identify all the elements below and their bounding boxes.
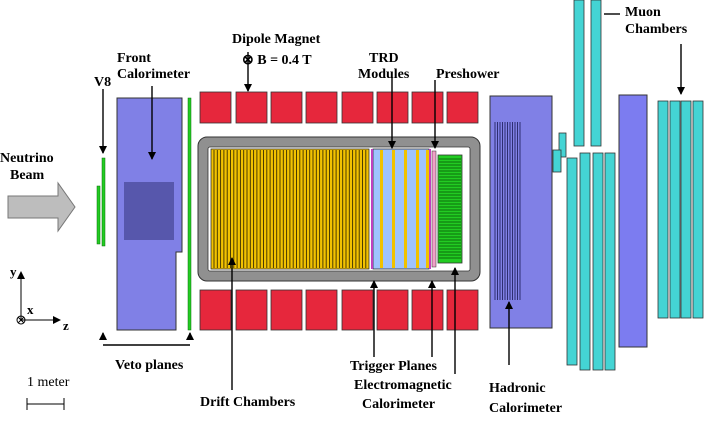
muon-magnet-block <box>618 94 648 348</box>
em-calorimeter-layers <box>439 158 461 259</box>
magnet-box-bottom <box>235 289 268 331</box>
magnet-box-top <box>270 91 303 124</box>
trd-strip <box>392 150 395 268</box>
muon-chamber-lower <box>592 152 604 371</box>
neutrino-label-2: Beam <box>10 168 45 183</box>
dipole-magnet-label: Dipole Magnet <box>232 32 321 47</box>
muon-chamber-small-2 <box>552 149 562 173</box>
trd-strip <box>426 150 429 268</box>
muon-label-2: Chambers <box>625 22 688 37</box>
axis-y-label: y <box>10 264 17 279</box>
trd-strip <box>380 150 383 268</box>
muon-chamber-top-2 <box>590 0 602 147</box>
coordinate-axes <box>16 271 61 325</box>
trd-strip <box>416 150 419 268</box>
hadronic-calorimeter-layers <box>494 122 521 300</box>
muon-chamber-right <box>669 100 681 319</box>
trd-strips <box>380 150 429 268</box>
trigger-planes-label: Trigger Planes <box>350 359 438 374</box>
scale-bar <box>26 398 65 410</box>
v8-veto-bar <box>101 157 106 247</box>
drift-chambers-label: Drift Chambers <box>200 395 296 410</box>
magnet-box-top <box>446 91 479 124</box>
front-calorimeter-layers <box>124 182 174 240</box>
magnet-box-bottom <box>411 289 444 331</box>
em-calorimeter <box>437 154 463 264</box>
magnet-box-bottom <box>341 289 374 331</box>
magnet-box-bottom <box>305 289 338 331</box>
muon-label-1: Muon <box>625 5 661 20</box>
magnet-box-top <box>411 91 444 124</box>
front-calorimeter-label-1: Front <box>117 51 151 66</box>
magnet-box-top <box>305 91 338 124</box>
muon-chamber-lower <box>566 157 578 366</box>
dipole-magnet <box>199 91 479 331</box>
trd-strip <box>404 150 407 268</box>
neutrino-label-1: Neutrino <box>0 151 54 166</box>
hadronic-calorimeter <box>489 95 553 329</box>
v8-label: V8 <box>94 75 111 90</box>
hadronic-label-2: Calorimeter <box>489 401 562 416</box>
front-calorimeter <box>116 97 183 331</box>
veto-bar-right <box>187 97 192 331</box>
magnet-box-bottom <box>270 289 303 331</box>
preshower <box>431 150 437 268</box>
front-calorimeter-label-2: Calorimeter <box>117 67 190 82</box>
trigger-plane-1 <box>371 149 373 269</box>
muon-chamber-top-1 <box>573 0 585 147</box>
muon-chamber-right <box>680 100 692 319</box>
scale-label: 1 meter <box>27 375 70 390</box>
pointer-lines <box>99 13 685 390</box>
hadronic-label-1: Hadronic <box>489 381 546 396</box>
muon-chamber-small-1 <box>558 132 567 158</box>
em-calorimeter-label-2: Calorimeter <box>362 397 435 412</box>
trd-label-1: TRD <box>369 51 399 66</box>
magnet-box-top <box>341 91 374 124</box>
magnet-box-bottom <box>376 289 409 331</box>
axis-z-label: z <box>63 318 69 333</box>
veto-bar-left <box>96 185 101 245</box>
neutrino-beam-arrow <box>7 181 76 233</box>
magnet-box-top <box>199 91 232 124</box>
trd-label-2: Modules <box>358 67 410 82</box>
magnet-box-top <box>235 91 268 124</box>
magnet-box-bottom <box>446 289 479 331</box>
muon-chambers-right <box>657 100 704 319</box>
axis-x-label: x <box>27 302 34 317</box>
muon-chamber-right <box>692 100 704 319</box>
muon-chamber-lower <box>604 152 616 371</box>
dipole-field-label: ⊗ B = 0.4 T <box>242 53 312 68</box>
muon-chamber-lower <box>579 152 591 371</box>
muon-chamber-right <box>657 100 669 319</box>
magnet-box-bottom <box>199 289 232 331</box>
trigger-plane-2 <box>429 149 431 269</box>
muon-chambers-lower <box>566 152 616 371</box>
drift-chamber-wires <box>213 150 367 268</box>
preshower-label: Preshower <box>436 67 500 82</box>
em-calorimeter-label-1: Electromagnetic <box>354 378 452 393</box>
veto-planes-label: Veto planes <box>115 358 184 373</box>
